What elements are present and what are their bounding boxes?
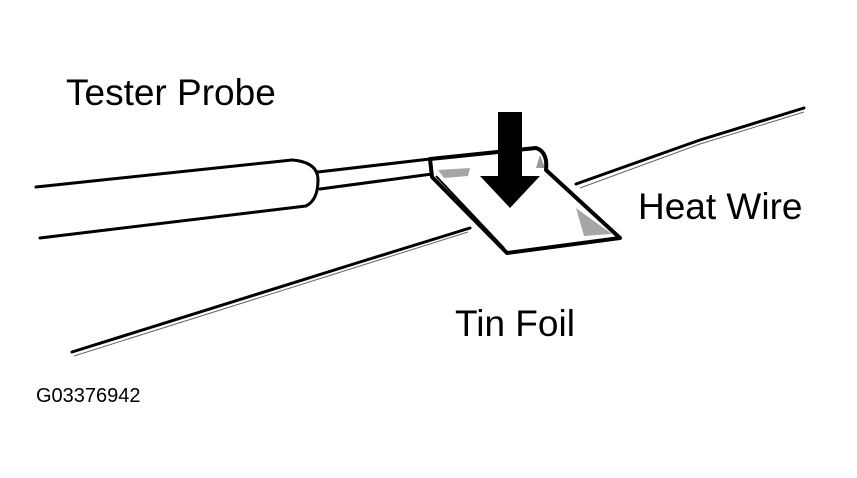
tin-foil-label: Tin Foil	[455, 303, 575, 344]
tin-foil	[428, 146, 622, 255]
down-arrow-icon	[480, 112, 540, 208]
heat-wire	[70, 106, 806, 357]
figure-id-label: G03376942	[36, 385, 141, 407]
heat-wire-label: Heat Wire	[638, 186, 803, 227]
tester-probe	[34, 157, 434, 240]
tester-probe-label: Tester Probe	[66, 72, 276, 113]
